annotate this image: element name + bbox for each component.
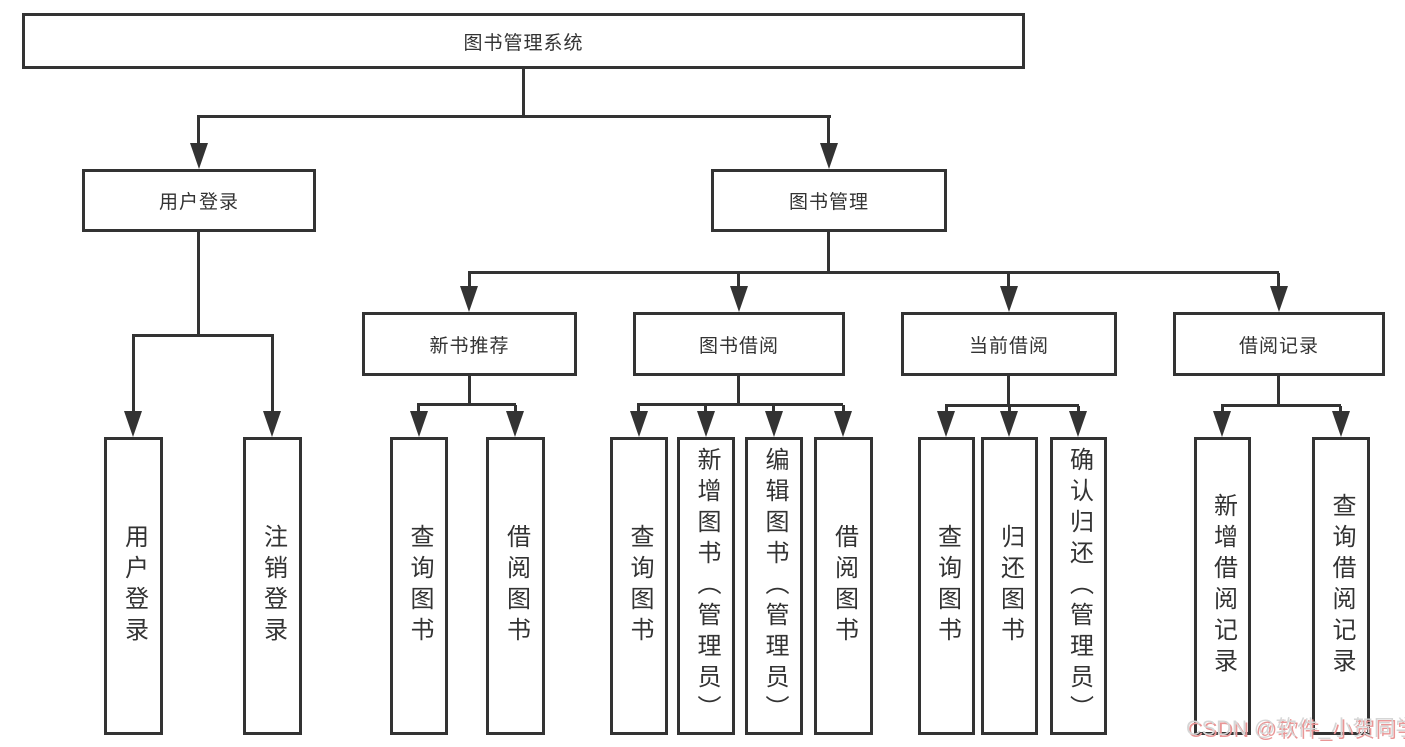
- arrow-down-icon: [506, 411, 524, 437]
- arrow-down-icon: [834, 411, 852, 437]
- connector-drop: [945, 406, 948, 413]
- connector-recommend-stem: [468, 376, 471, 405]
- connector-drop-borrow-records: [1277, 273, 1280, 287]
- arrow-down-icon: [765, 411, 783, 437]
- connector-records-stem: [1277, 376, 1280, 406]
- connector-recommend-hline: [417, 403, 516, 406]
- connector-borrowing-hline: [637, 403, 843, 406]
- connector-drop: [842, 405, 845, 413]
- leaf-add-books-admin: 新增图书（管理员）: [677, 437, 735, 735]
- arrow-down-icon: [1332, 411, 1350, 437]
- connector-login-stem: [197, 232, 200, 336]
- connector-drop: [1008, 406, 1011, 413]
- connector-drop: [514, 405, 517, 413]
- leaf-query-books-recommend: 查询图书: [390, 437, 448, 735]
- leaf-add-borrow-record: 新增借阅记录: [1194, 437, 1251, 735]
- arrow-down-icon: [1000, 411, 1018, 437]
- leaf-query-borrow-record: 查询借阅记录: [1312, 437, 1370, 735]
- connector-drop-current-borrow: [1007, 273, 1010, 287]
- arrow-down-icon: [410, 411, 428, 437]
- leaf-query-books-current: 查询图书: [918, 437, 975, 735]
- connector-drop: [417, 405, 420, 413]
- arrow-down-icon: [1270, 286, 1288, 312]
- leaf-logout: 注销登录: [243, 437, 302, 735]
- arrow-down-icon: [124, 411, 142, 437]
- node-borrowing-records: 借阅记录: [1173, 312, 1385, 376]
- arrow-down-icon: [1069, 411, 1087, 437]
- connector-drop: [637, 405, 640, 413]
- arrow-down-icon: [190, 143, 208, 169]
- node-library-system-root: 图书管理系统: [22, 13, 1025, 69]
- connector-drop: [704, 405, 707, 413]
- arrow-down-icon: [263, 411, 281, 437]
- connector-borrowing-stem: [737, 376, 740, 405]
- csdn-watermark: CSDN @软件_小贺同学: [1186, 717, 1405, 740]
- leaf-confirm-return-admin: 确认归还（管理员）: [1050, 437, 1107, 735]
- connector-current-hline: [945, 404, 1079, 407]
- connector-drop-leaf-login: [132, 336, 135, 412]
- connector-login-hline: [132, 334, 274, 337]
- connector-mgmt-hline: [468, 271, 1279, 274]
- connector-root-hline: [197, 115, 831, 118]
- node-user-login-module: 用户登录: [82, 169, 316, 232]
- leaf-borrow-books-borrowing: 借阅图书: [814, 437, 873, 735]
- node-new-book-recommend: 新书推荐: [362, 312, 577, 376]
- connector-drop: [1339, 406, 1342, 413]
- connector-drop: [1221, 406, 1224, 413]
- connector-drop-new-book: [468, 273, 471, 287]
- arrow-down-icon: [630, 411, 648, 437]
- arrow-down-icon: [1213, 411, 1231, 437]
- connector-drop-book-borrow: [737, 273, 740, 287]
- connector-mgmt-stem: [827, 232, 830, 273]
- arrow-down-icon: [820, 143, 838, 169]
- leaf-return-books: 归还图书: [981, 437, 1038, 735]
- leaf-query-books-borrowing: 查询图书: [610, 437, 668, 735]
- leaf-borrow-books-recommend: 借阅图书: [486, 437, 545, 735]
- arrow-down-icon: [1000, 286, 1018, 312]
- connector-root-stem: [522, 69, 525, 117]
- connector-current-stem: [1007, 376, 1010, 406]
- connector-drop-user-login: [197, 117, 200, 144]
- node-book-management-module: 图书管理: [711, 169, 947, 232]
- arrow-down-icon: [460, 286, 478, 312]
- connector-drop-leaf-logout: [271, 336, 274, 412]
- node-book-borrowing: 图书借阅: [633, 312, 845, 376]
- connector-drop: [1077, 406, 1080, 413]
- arrow-down-icon: [697, 411, 715, 437]
- node-current-borrowing: 当前借阅: [901, 312, 1117, 376]
- connector-drop: [772, 405, 775, 413]
- leaf-user-login: 用户登录: [104, 437, 163, 735]
- connector-drop-book-mgmt: [827, 117, 830, 144]
- arrow-down-icon: [937, 411, 955, 437]
- arrow-down-icon: [730, 286, 748, 312]
- connector-records-hline: [1221, 404, 1341, 407]
- leaf-edit-books-admin: 编辑图书（管理员）: [745, 437, 803, 735]
